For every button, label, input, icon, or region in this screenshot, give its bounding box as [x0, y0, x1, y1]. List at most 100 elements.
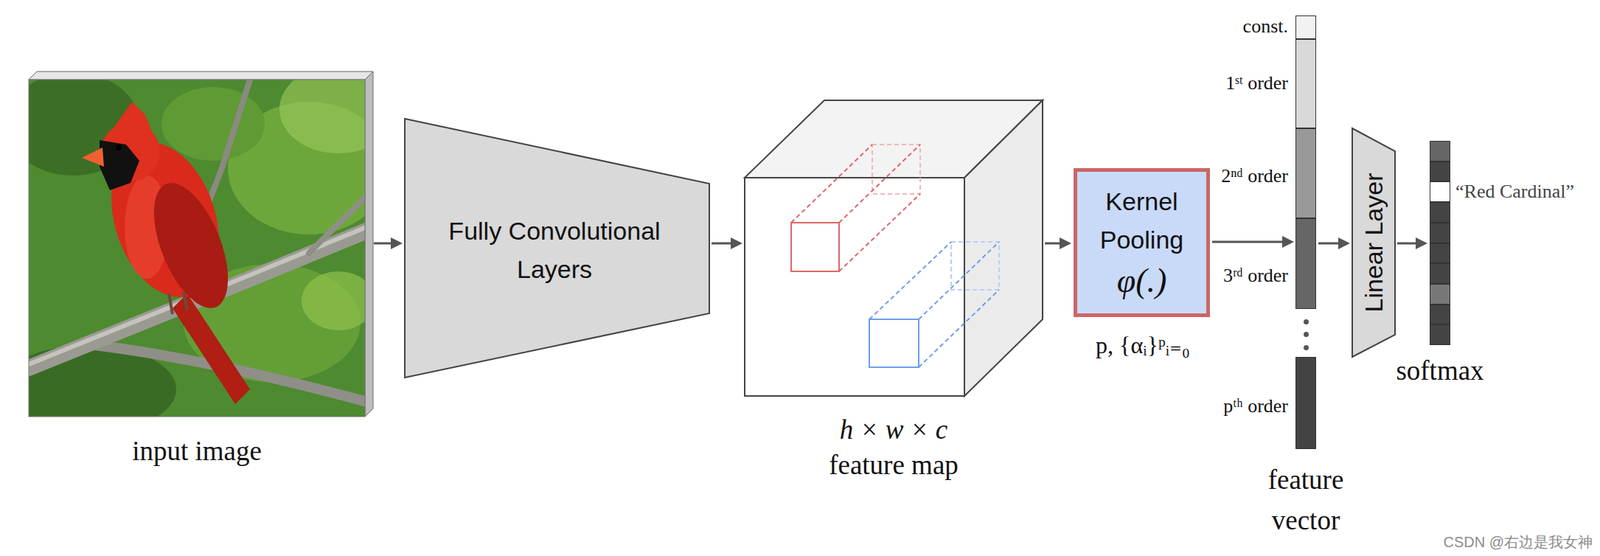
bar-segment: [1429, 263, 1451, 284]
conv-layers-block-shape: [404, 118, 710, 378]
conv-layers-block: Fully Convolutional Layers: [404, 118, 710, 378]
connector-line: [373, 242, 391, 245]
ellipsis-dot: [1303, 319, 1309, 325]
cube-outline: [744, 100, 1043, 396]
bar-segment: [1429, 283, 1451, 305]
illustration-part: [99, 140, 140, 191]
patch-edge: [839, 193, 921, 272]
kernel-pooling-box-text-group: Kernel Poolingφ(.): [1077, 171, 1207, 314]
connector-line: [1044, 242, 1060, 245]
linear-layer-block: Linear Layer: [1352, 128, 1396, 357]
illustration-part: [183, 291, 188, 311]
order-label: 3ʳᵈ order: [1223, 263, 1289, 287]
bar-segment: [1429, 222, 1451, 244]
illustration-part: [81, 147, 104, 167]
bar-segment: [1429, 202, 1451, 223]
arrow-head: [1338, 237, 1351, 250]
photo-border: [28, 79, 365, 417]
order-label: const.: [1243, 14, 1289, 38]
bar-caption: feature vector: [1239, 459, 1373, 541]
cube-caption: feature map: [828, 447, 959, 483]
illustration-part: [111, 101, 156, 142]
linear-layer-block-text-group: Linear Layer: [1358, 172, 1389, 312]
ellipsis-dot: [1303, 345, 1309, 351]
patch-edge: [918, 289, 1000, 368]
softmax-bar-text-group: softmax: [1395, 350, 1484, 391]
feature-map-cube-text-group: h × w × cfeature map: [828, 412, 959, 483]
parameter-label: p, {αᵢ}ᵖᵢ₌₀: [1095, 331, 1191, 360]
connector-arrow: [1318, 237, 1351, 250]
patch-back: [872, 144, 921, 194]
softmax-bar: softmax: [1429, 140, 1451, 346]
bar-segment: [1429, 181, 1451, 203]
arrow-head: [1415, 237, 1428, 250]
bar-segment: [1295, 128, 1317, 219]
bar-caption: softmax: [1395, 350, 1484, 391]
bar-segment: [1295, 218, 1317, 309]
connector-line: [1212, 241, 1283, 244]
box-title: Kernel Pooling: [1077, 182, 1207, 259]
image-slab-top: [28, 71, 374, 80]
function-symbol: φ(.): [1117, 258, 1168, 304]
image-caption: input image: [131, 434, 262, 469]
bar-segment: [1429, 324, 1451, 346]
bar-segment: [1429, 140, 1451, 162]
patch-edge: [869, 241, 952, 320]
class-label: “Red Cardinal”: [1455, 179, 1575, 203]
bird-photo: [28, 79, 365, 417]
illustration-part: [301, 271, 365, 331]
connector-arrow: [1044, 237, 1072, 250]
connector-line: [1397, 242, 1416, 245]
dimension-label: h × w × c: [828, 412, 959, 448]
connector-arrow: [373, 237, 403, 250]
illustration-part: [28, 79, 365, 417]
illustration-part: [138, 173, 244, 319]
illustration-part: [161, 87, 265, 161]
ellipsis-dot: [1303, 331, 1309, 337]
illustration-part: [279, 79, 365, 154]
connector-line: [711, 242, 731, 245]
arrow-head: [390, 237, 403, 250]
cube-side-face: [964, 100, 1043, 396]
bar-segment: [1295, 356, 1317, 450]
bar-segment: [1429, 304, 1451, 325]
watermark: CSDN @右边是我女神: [1442, 533, 1593, 551]
bar-segment: [1429, 243, 1451, 264]
feature-vector-bar: feature vector: [1295, 15, 1317, 450]
patch-edge: [791, 144, 873, 223]
order-label: pᵗʰ order: [1223, 394, 1289, 418]
bar-segment: [1295, 39, 1317, 129]
arrow-head: [1282, 235, 1295, 248]
connector-arrow: [711, 237, 743, 250]
patch-front: [791, 222, 840, 272]
image-slab-side: [364, 71, 374, 417]
conv-layers-block-outline: [404, 118, 710, 378]
illustration-part: [308, 197, 365, 253]
kernel-pooling-box: Kernel Poolingφ(.): [1073, 168, 1210, 318]
bar-segment: [1295, 15, 1317, 40]
connector-line: [1318, 242, 1339, 245]
order-label: 1ˢᵗ order: [1225, 71, 1289, 95]
linear-layer-block-shape: [1352, 128, 1396, 357]
feature-map-cube: h × w × cfeature map: [744, 100, 1043, 396]
patch-edge: [839, 144, 921, 223]
illustration-part: [168, 293, 173, 315]
connector-arrow: [1397, 237, 1428, 250]
bar-segment: [1429, 161, 1451, 182]
feature-vector-bar-text-group: feature vector: [1239, 459, 1373, 541]
block-title: Linear Layer: [1358, 172, 1389, 312]
input-image-text-group: input image: [131, 434, 262, 469]
connector-arrow: [1212, 235, 1295, 248]
input-image: input image: [28, 79, 365, 417]
arrow-head: [1059, 237, 1072, 250]
patch-edge: [918, 241, 1000, 320]
illustration-part: [172, 293, 250, 405]
cube-front-face: [744, 177, 965, 396]
illustration-part: [115, 144, 122, 151]
order-label: 2ⁿᵈ order: [1221, 164, 1289, 188]
patch-front: [869, 319, 919, 368]
block-title: Fully Convolutional Layers: [429, 211, 680, 289]
arrow-head: [730, 237, 743, 250]
